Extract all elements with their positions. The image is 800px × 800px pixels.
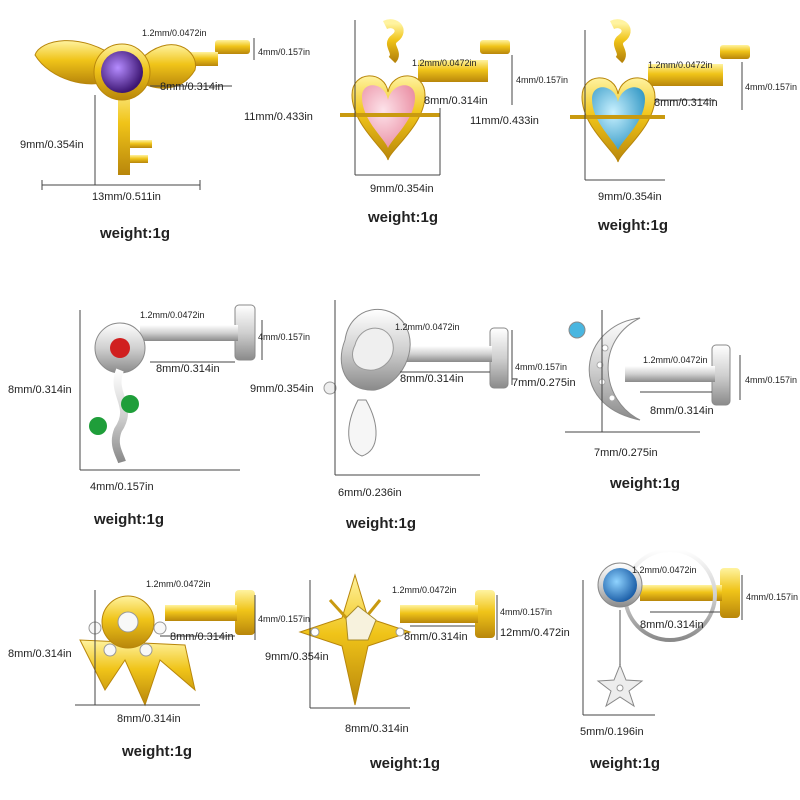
product-cell-flower-vine: 1.2mm/0.0472in 4mm/0.157in 8mm/0.314in 8…	[8, 304, 310, 528]
bar-length-label: 8mm/0.314in	[404, 631, 468, 643]
bar-thickness-label: 1.2mm/0.0472in	[146, 579, 211, 589]
height-label: 7mm/0.275in	[512, 377, 576, 389]
bar-thickness-label: 1.2mm/0.0472in	[392, 585, 457, 595]
weight-label: weight:1g	[609, 475, 680, 492]
jewel-snake-heart-pink	[340, 19, 510, 161]
jewel-snake-heart-aqua	[570, 19, 750, 163]
disc-size-label: 4mm/0.157in	[746, 592, 798, 602]
dimension-lines	[584, 30, 743, 181]
disc-size-label: 4mm/0.157in	[745, 82, 797, 92]
height-label: 9mm/0.354in	[265, 651, 329, 663]
dimension-lines	[75, 590, 256, 706]
jewel-rose-drop	[323, 309, 509, 457]
extra-height-label: 12mm/0.472in	[500, 627, 570, 639]
weight-label: weight:1g	[121, 743, 192, 760]
disc-size-label: 4mm/0.157in	[745, 375, 797, 385]
disc-size-label: 4mm/0.157in	[258, 47, 310, 57]
bar-length-label: 8mm/0.314in	[654, 97, 718, 109]
disc-size-label: 4mm/0.157in	[500, 607, 552, 617]
bar-length-label: 8mm/0.314in	[640, 619, 704, 631]
weight-label: weight:1g	[369, 755, 440, 772]
height-label: 9mm/0.354in	[250, 383, 314, 395]
weight-label: weight:1g	[367, 209, 438, 226]
disc-size-label: 4mm/0.157in	[258, 614, 310, 624]
weight-label: weight:1g	[99, 225, 170, 242]
bar-thickness-label: 1.2mm/0.0472in	[632, 565, 697, 575]
dimension-lines	[41, 38, 255, 190]
dimension-lines	[354, 20, 513, 176]
dimension-lines	[582, 575, 743, 716]
width-label: 6mm/0.236in	[338, 487, 402, 499]
jewel-sunburst	[79, 590, 255, 707]
bar-length-label: 8mm/0.314in	[156, 363, 220, 375]
width-label: 8mm/0.314in	[345, 723, 409, 735]
height-label: 8mm/0.314in	[8, 648, 72, 660]
weight-label: weight:1g	[93, 511, 164, 528]
disc-size-label: 4mm/0.157in	[515, 362, 567, 372]
product-cell-north-star: 1.2mm/0.0472in 4mm/0.157in 8mm/0.314in 9…	[265, 573, 570, 772]
product-cell-crescent-moon: 1.2mm/0.0472in 4mm/0.157in 8mm/0.314in 7…	[512, 310, 797, 492]
product-cell-angel-key: 1.2mm/0.0472in 4mm/0.157in 8mm/0.314in 9…	[20, 28, 310, 242]
dimension-lines	[565, 310, 741, 433]
product-cell-snake-heart-pink: 1.2mm/0.0472in 4mm/0.157in 8mm/0.314in 1…	[244, 19, 568, 226]
width-label: 8mm/0.314in	[117, 713, 181, 725]
bar-length-label: 8mm/0.314in	[424, 95, 488, 107]
bar-length-label: 8mm/0.314in	[160, 81, 224, 93]
bar-thickness-label: 1.2mm/0.0472in	[395, 322, 460, 332]
product-cell-rose-drop: 1.2mm/0.0472in 4mm/0.157in 8mm/0.314in 9…	[250, 300, 567, 532]
bar-thickness-label: 1.2mm/0.0472in	[648, 60, 713, 70]
height-label: 9mm/0.354in	[20, 139, 84, 151]
weight-label: weight:1g	[597, 217, 668, 234]
width-label: 5mm/0.196in	[580, 726, 644, 738]
extra-height-label: 11mm/0.433in	[470, 115, 539, 127]
dimension-lines	[309, 580, 498, 709]
width-label: 7mm/0.275in	[594, 447, 658, 459]
bar-length-label: 8mm/0.314in	[650, 405, 714, 417]
jewel-north-star	[298, 573, 495, 706]
product-cell-blue-star-hoop: 1.2mm/0.0472in 4mm/0.157in 8mm/0.314in 5…	[580, 548, 798, 772]
bar-thickness-label: 1.2mm/0.0472in	[643, 355, 708, 365]
jewel-flower-vine	[89, 304, 256, 464]
width-label: 9mm/0.354in	[370, 183, 434, 195]
jewel-angel-key	[34, 40, 250, 175]
bar-thickness-label: 1.2mm/0.0472in	[412, 58, 477, 68]
dimension-lines	[79, 310, 263, 471]
disc-size-label: 4mm/0.157in	[516, 75, 568, 85]
bar-thickness-label: 1.2mm/0.0472in	[140, 310, 205, 320]
product-cell-sunburst: 1.2mm/0.0472in 4mm/0.157in 8mm/0.314in 8…	[8, 579, 310, 760]
dimension-lines	[334, 300, 513, 476]
bar-thickness-label: 1.2mm/0.0472in	[142, 28, 207, 38]
product-cell-snake-heart-aqua: 1.2mm/0.0472in 4mm/0.157in 8mm/0.314in 9…	[570, 19, 797, 234]
height-label: 11mm/0.433in	[244, 111, 313, 123]
width-label: 13mm/0.511in	[92, 191, 161, 203]
weight-label: weight:1g	[345, 515, 416, 532]
jewel-blue-star-hoop	[596, 548, 740, 708]
width-label: 9mm/0.354in	[598, 191, 662, 203]
bar-length-label: 8mm/0.314in	[170, 631, 234, 643]
height-label: 8mm/0.314in	[8, 384, 72, 396]
width-label: 4mm/0.157in	[90, 481, 154, 493]
disc-size-label: 4mm/0.157in	[258, 332, 310, 342]
weight-label: weight:1g	[589, 755, 660, 772]
bar-length-label: 8mm/0.314in	[400, 373, 464, 385]
